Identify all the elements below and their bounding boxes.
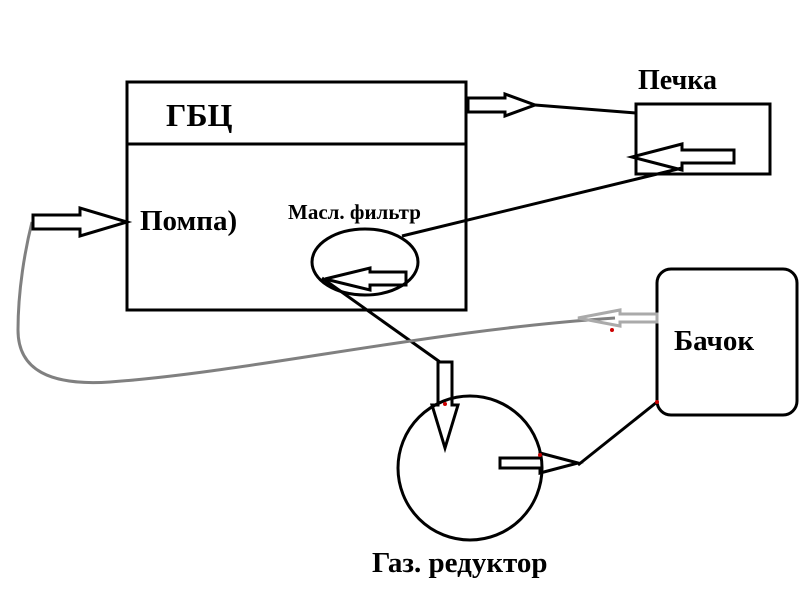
heater-label: Печка <box>638 65 717 96</box>
reducer-to-tank-arrow <box>498 400 659 475</box>
pump-label: Помпа) <box>140 205 237 237</box>
gas-reducer-label: Газ. редуктор <box>372 547 548 579</box>
head-to-heater-arrow <box>466 91 637 119</box>
tank-box <box>655 267 799 417</box>
filter-inner-arrow <box>324 266 408 292</box>
gas-reducer-circle <box>396 394 544 542</box>
filter-to-reducer-arrow <box>321 276 461 454</box>
heater-to-filter-arrow <box>401 142 736 238</box>
tank-to-pump-return-line <box>16 221 659 385</box>
heater-box <box>634 102 772 176</box>
oil-filter-ellipse <box>310 227 420 297</box>
pump-inlet-arrow <box>31 205 133 239</box>
oil-filter-label: Масл. фильтр <box>288 200 421 224</box>
gbc-label: ГБЦ <box>166 97 233 133</box>
tank-label: Бачок <box>674 325 754 357</box>
cylinder-head-block <box>125 80 468 312</box>
